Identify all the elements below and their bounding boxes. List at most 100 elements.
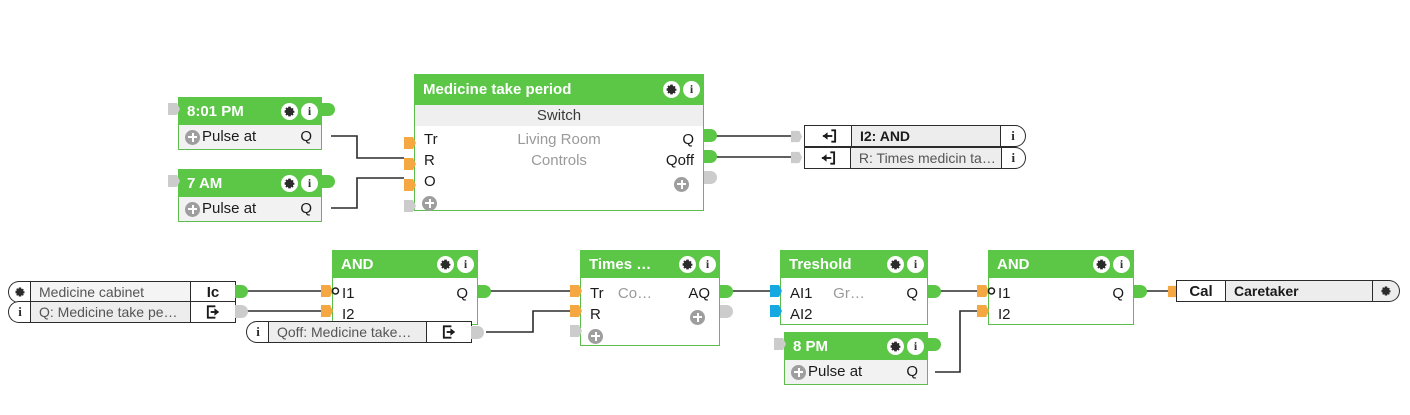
gear-icon[interactable] bbox=[8, 281, 31, 303]
input-connector-tr[interactable] bbox=[404, 136, 416, 150]
port-label-out: Q bbox=[906, 363, 918, 380]
output-connector-add[interactable] bbox=[720, 305, 733, 318]
output-connector[interactable] bbox=[322, 103, 335, 116]
info-icon[interactable]: i bbox=[907, 255, 924, 273]
gear-icon[interactable] bbox=[887, 255, 904, 273]
info-icon[interactable]: i bbox=[301, 174, 318, 192]
add-icon[interactable] bbox=[791, 364, 806, 380]
input-connector-i1[interactable] bbox=[977, 284, 997, 298]
add-icon[interactable] bbox=[185, 129, 200, 145]
add-icon[interactable] bbox=[185, 201, 200, 217]
output-connector-q[interactable] bbox=[704, 129, 717, 142]
output-connector-add[interactable] bbox=[704, 171, 717, 184]
node-body: Switch Tr Living Room Q R Controls Qoff … bbox=[415, 105, 703, 213]
link-q-medicine-take[interactable]: i Q: Medicine take pe… bbox=[8, 301, 236, 323]
output-connector[interactable] bbox=[322, 175, 335, 188]
port-label-r: R bbox=[424, 152, 435, 169]
port-label-q: Q bbox=[906, 285, 918, 302]
output-connector-q-ref[interactable] bbox=[235, 305, 248, 318]
node-title: Treshold bbox=[789, 255, 852, 273]
node-header[interactable]: 8 PM i bbox=[784, 332, 928, 360]
port-row: Tr Living Room Q bbox=[415, 129, 703, 150]
link-i2-and[interactable]: I2: AND i bbox=[804, 125, 1026, 147]
output-connector-ic[interactable] bbox=[235, 285, 248, 298]
node-caretaker[interactable]: Cal Caretaker bbox=[1176, 280, 1400, 302]
gear-icon[interactable] bbox=[1093, 255, 1110, 273]
info-icon[interactable]: i bbox=[246, 321, 269, 343]
port-label-i2: I2 bbox=[342, 306, 355, 323]
info-icon[interactable]: i bbox=[699, 255, 716, 273]
port-label-q: Q bbox=[456, 285, 468, 302]
input-connector-gray[interactable] bbox=[774, 337, 786, 351]
gear-icon[interactable] bbox=[663, 81, 680, 98]
info-icon[interactable]: i bbox=[301, 102, 318, 120]
node-and-left[interactable]: AND i I1 Q I2 bbox=[321, 250, 491, 325]
link-qoff-medicine-take[interactable]: i Qoff: Medicine take… bbox=[246, 321, 472, 343]
add-input-icon[interactable] bbox=[422, 195, 437, 211]
node-pulse-7am[interactable]: 7 AM i Pulse at Q bbox=[168, 169, 335, 222]
add-input-icon[interactable] bbox=[588, 328, 603, 344]
import-glyph bbox=[821, 151, 836, 165]
add-output-icon[interactable] bbox=[674, 176, 689, 192]
info-icon[interactable]: i bbox=[8, 301, 31, 323]
input-connector-link2[interactable] bbox=[789, 151, 804, 164]
node-header[interactable]: Treshold i bbox=[780, 250, 928, 278]
node-mid-line1: Living Room bbox=[517, 131, 601, 148]
input-connector-gray[interactable] bbox=[168, 102, 180, 116]
input-connector-i1[interactable] bbox=[321, 284, 341, 298]
info-icon[interactable]: i bbox=[1001, 125, 1026, 147]
node-header[interactable]: AND i bbox=[332, 250, 478, 278]
node-header[interactable]: 7 AM i bbox=[178, 169, 322, 197]
node-times[interactable]: Times … i Tr Co… AQ R bbox=[570, 250, 733, 346]
port-label-q: Q bbox=[682, 131, 694, 148]
output-connector-aq[interactable] bbox=[720, 285, 733, 298]
input-connector-r[interactable] bbox=[570, 304, 582, 318]
device-medicine-cabinet[interactable]: Medicine cabinet Ic bbox=[8, 281, 236, 303]
node-pulse-8pm[interactable]: 8 PM i Pulse at Q bbox=[774, 332, 941, 385]
output-connector-q[interactable] bbox=[928, 285, 941, 298]
gear-icon[interactable] bbox=[281, 102, 298, 120]
node-header[interactable]: Medicine take period i bbox=[414, 74, 704, 105]
node-header[interactable]: Times … i bbox=[580, 250, 720, 278]
info-icon[interactable]: i bbox=[457, 255, 474, 273]
node-header[interactable]: 8:01 PM i bbox=[178, 97, 322, 125]
node-mid: Co… bbox=[617, 285, 653, 302]
info-icon[interactable]: i bbox=[683, 81, 700, 98]
input-connector-gray[interactable] bbox=[168, 174, 180, 188]
node-body: Tr Co… AQ R bbox=[581, 283, 719, 346]
link-r-times[interactable]: R: Times medicin ta… i bbox=[804, 147, 1026, 169]
device-badge: Ic bbox=[190, 281, 236, 303]
output-connector-qoff[interactable] bbox=[704, 150, 717, 163]
gear-icon[interactable] bbox=[679, 255, 696, 273]
gear-icon[interactable] bbox=[281, 174, 298, 192]
add-output-icon[interactable] bbox=[690, 309, 705, 325]
input-connector-tr[interactable] bbox=[570, 284, 582, 298]
node-medicine-take-period[interactable]: Medicine take period i Switch Tr Living … bbox=[404, 74, 717, 213]
port-label-qoff: Qoff bbox=[665, 152, 694, 169]
input-connector-ai2[interactable] bbox=[770, 304, 782, 318]
output-connector-q[interactable] bbox=[478, 285, 491, 298]
input-connector-ai1[interactable] bbox=[770, 284, 782, 298]
gear-icon[interactable] bbox=[1373, 280, 1400, 302]
info-icon[interactable]: i bbox=[1001, 147, 1026, 169]
input-connector-link1[interactable] bbox=[789, 130, 804, 143]
input-connector-r[interactable] bbox=[404, 157, 416, 171]
input-connector-add[interactable] bbox=[404, 199, 416, 213]
input-connector-i2[interactable] bbox=[321, 304, 341, 318]
node-pulse-801pm[interactable]: 8:01 PM i Pulse at Q bbox=[168, 97, 335, 150]
node-and-right[interactable]: AND i I1 Q I2 bbox=[977, 250, 1147, 325]
info-icon[interactable]: i bbox=[907, 337, 924, 355]
output-connector-qoff-ref[interactable] bbox=[471, 326, 484, 339]
output-connector[interactable] bbox=[928, 338, 941, 351]
gear-icon[interactable] bbox=[437, 255, 454, 273]
port-label-ai1: AI1 bbox=[790, 285, 813, 302]
input-connector-add[interactable] bbox=[570, 324, 582, 338]
info-icon[interactable]: i bbox=[1113, 255, 1130, 273]
node-header[interactable]: AND i bbox=[988, 250, 1134, 278]
gear-icon[interactable] bbox=[887, 337, 904, 355]
node-treshold[interactable]: Treshold i AI1 Gr… Q AI2 bbox=[770, 250, 941, 325]
input-connector-i2[interactable] bbox=[977, 304, 997, 318]
output-connector-q[interactable] bbox=[1134, 285, 1147, 298]
input-connector-o[interactable] bbox=[404, 178, 416, 192]
